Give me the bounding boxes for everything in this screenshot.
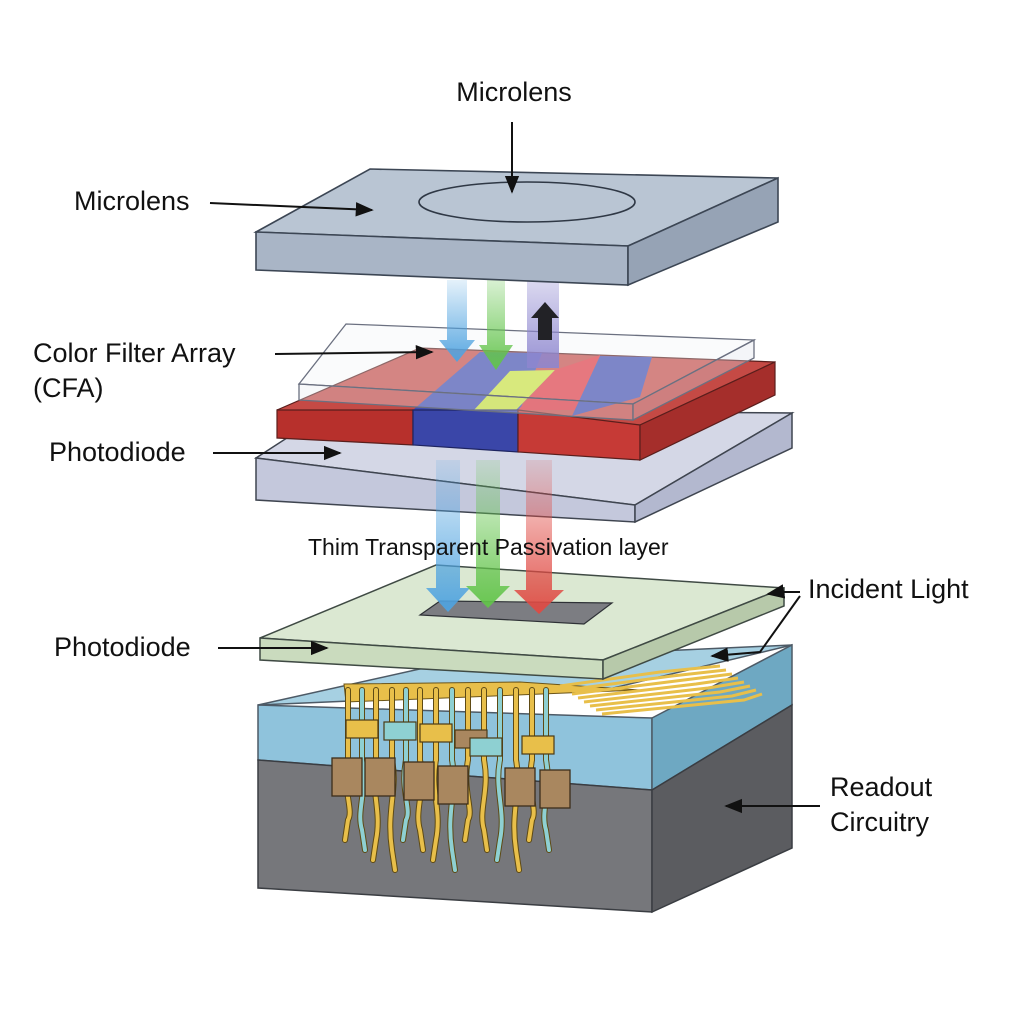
circuit-chip bbox=[331, 757, 363, 797]
label-cfa-line2: (CFA) bbox=[33, 373, 104, 403]
circuit-pad bbox=[345, 719, 379, 739]
label-cfa-line1: Color Filter Array bbox=[33, 338, 236, 368]
microlens-side-face bbox=[627, 176, 779, 287]
gold-lead-right bbox=[577, 676, 739, 700]
leader-microlens-left bbox=[209, 202, 374, 217]
labels: Microlens Microlens Color Filter Array (… bbox=[33, 77, 969, 837]
label-photodiode-upper: Photodiode bbox=[49, 437, 186, 467]
gold-lead-right bbox=[601, 692, 763, 716]
leader-incident-light-1 bbox=[766, 584, 800, 599]
light-beams-lower bbox=[426, 460, 564, 614]
light-beams-upper bbox=[439, 268, 559, 370]
label-readout-line2: Circuitry bbox=[830, 807, 929, 837]
microlens-plate bbox=[253, 168, 779, 287]
circuit-pad bbox=[521, 735, 555, 755]
reflected-light-arrow bbox=[531, 302, 559, 340]
cfa-side bbox=[639, 361, 776, 461]
label-microlens-top: Microlens bbox=[456, 77, 572, 107]
beam-green-upper bbox=[479, 268, 513, 370]
color-filter-array bbox=[276, 347, 776, 461]
circuit-chip bbox=[539, 769, 571, 809]
sensor-die bbox=[418, 600, 614, 625]
passivation-plate bbox=[259, 564, 785, 681]
leader-cfa bbox=[274, 345, 434, 360]
circuit-pad bbox=[419, 723, 453, 743]
circuit-chip bbox=[403, 761, 435, 801]
leader-lines bbox=[209, 122, 820, 814]
gold-lead-right bbox=[583, 680, 745, 704]
wire bbox=[495, 688, 504, 862]
beam-green-lower bbox=[466, 460, 510, 608]
leader-incident-light-2 bbox=[710, 595, 801, 662]
circuit-chip bbox=[504, 767, 536, 807]
gold-lead-right bbox=[571, 672, 733, 696]
photodiode-plate-side bbox=[634, 411, 793, 524]
circuit-pad bbox=[469, 737, 503, 757]
gold-lead-right bbox=[595, 688, 757, 712]
gold-lead-right bbox=[589, 684, 751, 708]
cfa-yellow-stripe-top bbox=[474, 370, 555, 410]
cfa-red-stripe-top bbox=[518, 355, 600, 410]
label-incident-light: Incident Light bbox=[808, 574, 969, 604]
circuit-chip bbox=[437, 765, 469, 805]
transparent-sheet-side bbox=[632, 338, 755, 422]
label-passivation: Thim Transparent Passivation layer bbox=[308, 534, 669, 560]
wire bbox=[431, 688, 440, 862]
readout-circuitry bbox=[331, 664, 763, 873]
gold-lead-right bbox=[565, 668, 727, 692]
label-photodiode-lower: Photodiode bbox=[54, 632, 191, 662]
beam-red-lower bbox=[514, 460, 564, 614]
label-microlens-left: Microlens bbox=[74, 186, 190, 216]
beam-blue-upper bbox=[439, 280, 475, 362]
passivation-plate-side bbox=[602, 586, 785, 681]
label-readout-line1: Readout bbox=[830, 772, 933, 802]
wire bbox=[480, 688, 489, 852]
microlens-ellipse bbox=[418, 181, 636, 223]
beam-blue-lower bbox=[426, 460, 470, 612]
substrate-gray-side bbox=[651, 703, 793, 914]
circuit-pad bbox=[383, 721, 417, 741]
gold-lead-right bbox=[559, 664, 721, 688]
cfa-front-blue bbox=[412, 409, 519, 453]
circuit-chip bbox=[364, 757, 396, 797]
transparent-filter-sheet bbox=[297, 323, 757, 422]
